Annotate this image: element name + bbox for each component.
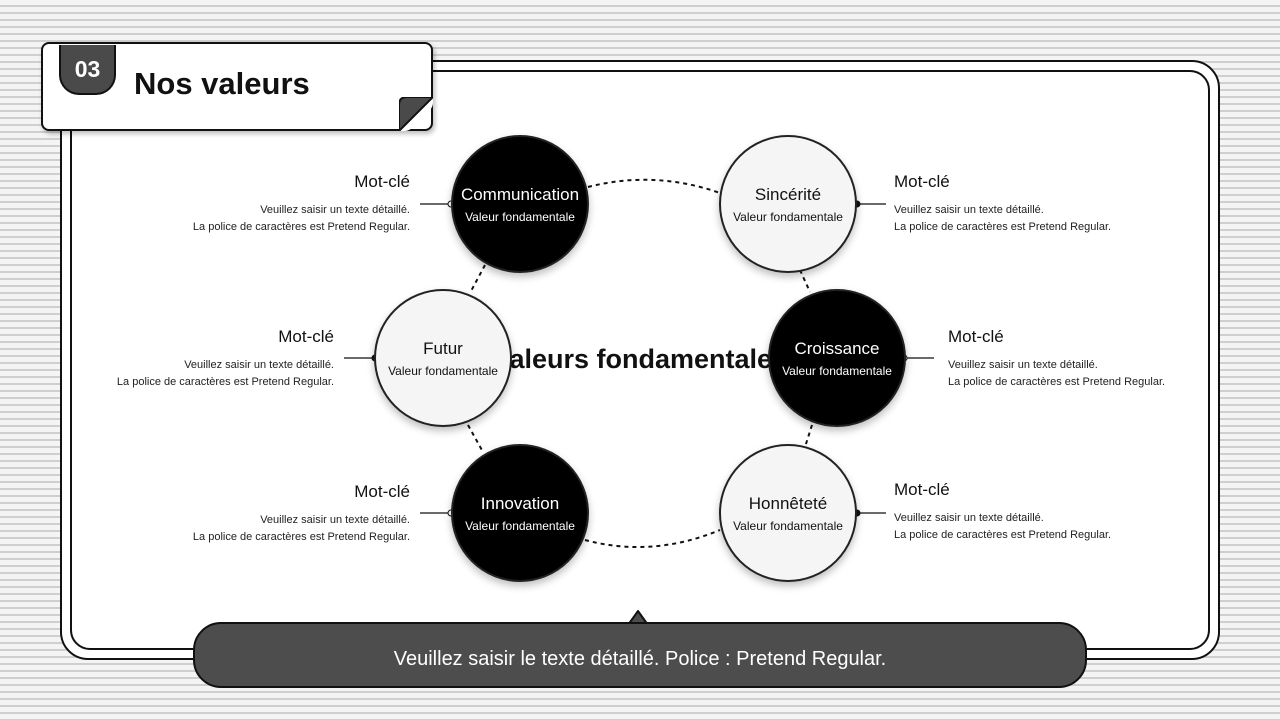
center-title: Valeurs fondamentales xyxy=(492,344,788,374)
description-croissance: Mot-clé Veuillez saisir un texte détaill… xyxy=(948,327,1268,391)
description-line: Veuillez saisir un texte détaillé. xyxy=(894,512,1044,524)
node-subtitle: Valeur fondamentale xyxy=(733,210,843,224)
node-subtitle: Valeur fondamentale xyxy=(465,210,575,224)
description-line: Veuillez saisir un texte détaillé. xyxy=(260,204,410,216)
description-honnetete: Mot-clé Veuillez saisir un texte détaill… xyxy=(894,480,1214,544)
description-line: La police de caractères est Pretend Regu… xyxy=(894,529,1112,541)
description-line: Veuillez saisir un texte détaillé. xyxy=(948,359,1098,371)
description-line: La police de caractères est Pretend Regu… xyxy=(192,531,410,543)
value-node-croissance: Croissance Valeur fondamentale xyxy=(768,289,906,427)
keyword-heading: Mot-clé xyxy=(354,172,410,191)
connector-lower-left xyxy=(467,424,484,453)
description-line: Veuillez saisir un texte détaillé. xyxy=(894,204,1044,216)
connector-upper-left xyxy=(469,264,486,294)
description-communication: Mot-clé Veuillez saisir un texte détaill… xyxy=(90,172,410,236)
description-line: Veuillez saisir un texte détaillé. xyxy=(260,514,410,526)
value-node-futur: Futur Valeur fondamentale xyxy=(374,289,512,427)
description-innovation: Mot-clé Veuillez saisir un texte détaill… xyxy=(90,482,410,546)
description-futur: Mot-clé Veuillez saisir un texte détaill… xyxy=(14,327,334,391)
footer-caption: Veuillez saisir le texte détaillé. Polic… xyxy=(193,622,1087,688)
node-subtitle: Valeur fondamentale xyxy=(388,364,498,378)
node-title: Communication xyxy=(460,185,580,204)
keyword-heading: Mot-clé xyxy=(894,480,950,499)
page-fold-icon xyxy=(399,97,433,131)
section-number-badge: 03 xyxy=(59,45,116,95)
keyword-heading: Mot-clé xyxy=(948,327,1004,346)
value-node-innovation: Innovation Valeur fondamentale xyxy=(451,444,589,582)
connector-upper-right xyxy=(799,269,811,293)
node-subtitle: Valeur fondamentale xyxy=(733,519,843,533)
value-node-sincerite: Sincérité Valeur fondamentale xyxy=(719,135,857,273)
connector-bottom xyxy=(584,529,721,549)
value-node-honnetete: Honnêteté Valeur fondamentale xyxy=(719,444,857,582)
keyword-heading: Mot-clé xyxy=(278,327,334,346)
description-line: La police de caractères est Pretend Regu… xyxy=(894,221,1112,233)
page-title: Nos valeurs xyxy=(134,66,310,101)
keyword-heading: Mot-clé xyxy=(354,482,410,501)
description-line: La police de caractères est Pretend Regu… xyxy=(948,376,1166,388)
value-node-communication: Communication Valeur fondamentale xyxy=(451,135,589,273)
connector-lower-right xyxy=(804,424,813,448)
keyword-heading: Mot-clé xyxy=(894,172,950,191)
description-line: Veuillez saisir un texte détaillé. xyxy=(184,359,334,371)
node-title: Croissance xyxy=(794,339,880,358)
node-title: Futur xyxy=(423,339,463,358)
description-line: La police de caractères est Pretend Regu… xyxy=(192,221,410,233)
connector-top xyxy=(587,178,721,194)
description-line: La police de caractères est Pretend Regu… xyxy=(116,376,334,388)
node-subtitle: Valeur fondamentale xyxy=(782,364,892,378)
node-title: Innovation xyxy=(480,494,560,513)
node-title: Sincérité xyxy=(754,185,822,204)
node-title: Honnêteté xyxy=(748,494,828,513)
caption-pointer-icon xyxy=(628,610,648,625)
node-subtitle: Valeur fondamentale xyxy=(465,519,575,533)
description-sincerite: Mot-clé Veuillez saisir un texte détaill… xyxy=(894,172,1214,236)
